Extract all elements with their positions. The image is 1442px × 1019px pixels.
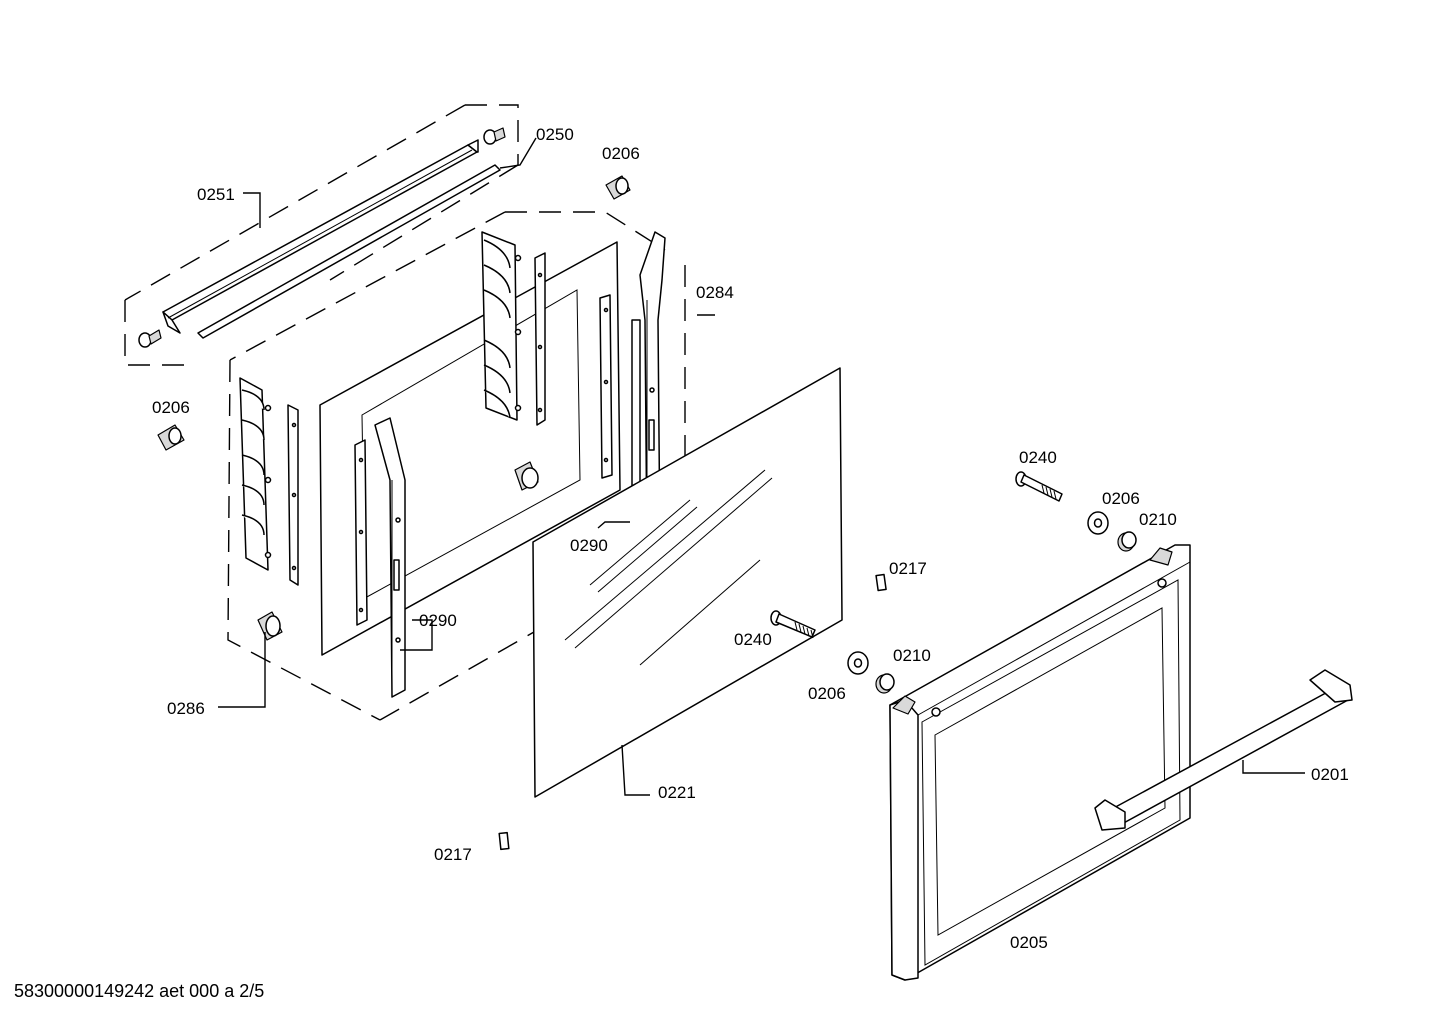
label-0286: 0286	[167, 699, 205, 718]
glass-pane-0221	[532, 367, 843, 798]
washer-0206-right	[1087, 511, 1109, 535]
washer-0206-mid	[847, 651, 869, 675]
label-0290-mid: 0290	[570, 536, 608, 555]
cylinder-part	[514, 461, 539, 491]
label-0210-mid: 0210	[893, 646, 931, 665]
bolt-0240-right	[1015, 471, 1063, 502]
clip-0206-top	[605, 175, 631, 200]
document-id: 58300000149242 aet 000 a 2/5	[14, 981, 265, 1001]
handle-0201	[1094, 669, 1353, 831]
middle-strip	[534, 252, 546, 426]
label-0201: 0201	[1311, 765, 1349, 784]
label-0205: 0205	[1010, 933, 1048, 952]
clip-0217-mid	[875, 573, 887, 592]
bushing-0210-right	[1117, 531, 1137, 552]
bushing-0210-mid	[875, 673, 895, 694]
label-0290-left: 0290	[419, 611, 457, 630]
rail-assembly-outline	[124, 104, 519, 366]
label-0250: 0250	[536, 125, 574, 144]
label-0221: 0221	[658, 783, 696, 802]
label-0284: 0284	[696, 283, 734, 302]
top-rail-0251	[162, 139, 479, 334]
seal-rod-0250	[197, 164, 501, 339]
right-strip-inner	[599, 294, 613, 479]
top-louvre-bracket	[481, 231, 522, 421]
leader-lines	[218, 137, 1305, 796]
left-strip	[287, 404, 299, 586]
label-0251: 0251	[197, 185, 235, 204]
label-0240-mid: 0240	[734, 630, 772, 649]
roller-0286	[257, 611, 283, 641]
label-0206-left: 0206	[152, 398, 190, 417]
left-strip-inner	[354, 439, 368, 626]
label-0217-mid: 0217	[889, 559, 927, 578]
left-louvre-bracket	[239, 377, 272, 571]
label-0206-top: 0206	[602, 144, 640, 163]
clip-0206-left	[157, 424, 185, 451]
outer-door-0205	[889, 544, 1191, 981]
label-0217-bottom: 0217	[434, 845, 472, 864]
bolt-0240-mid	[770, 610, 816, 639]
label-0240-right: 0240	[1019, 448, 1057, 467]
label-0206-right: 0206	[1102, 489, 1140, 508]
label-0210-right: 0210	[1139, 510, 1177, 529]
screw-top-right	[483, 127, 506, 145]
clip-0217-bottom	[498, 831, 510, 851]
screw-left	[138, 329, 162, 348]
label-0206-mid: 0206	[808, 684, 846, 703]
hinge-0290-left	[374, 417, 406, 698]
